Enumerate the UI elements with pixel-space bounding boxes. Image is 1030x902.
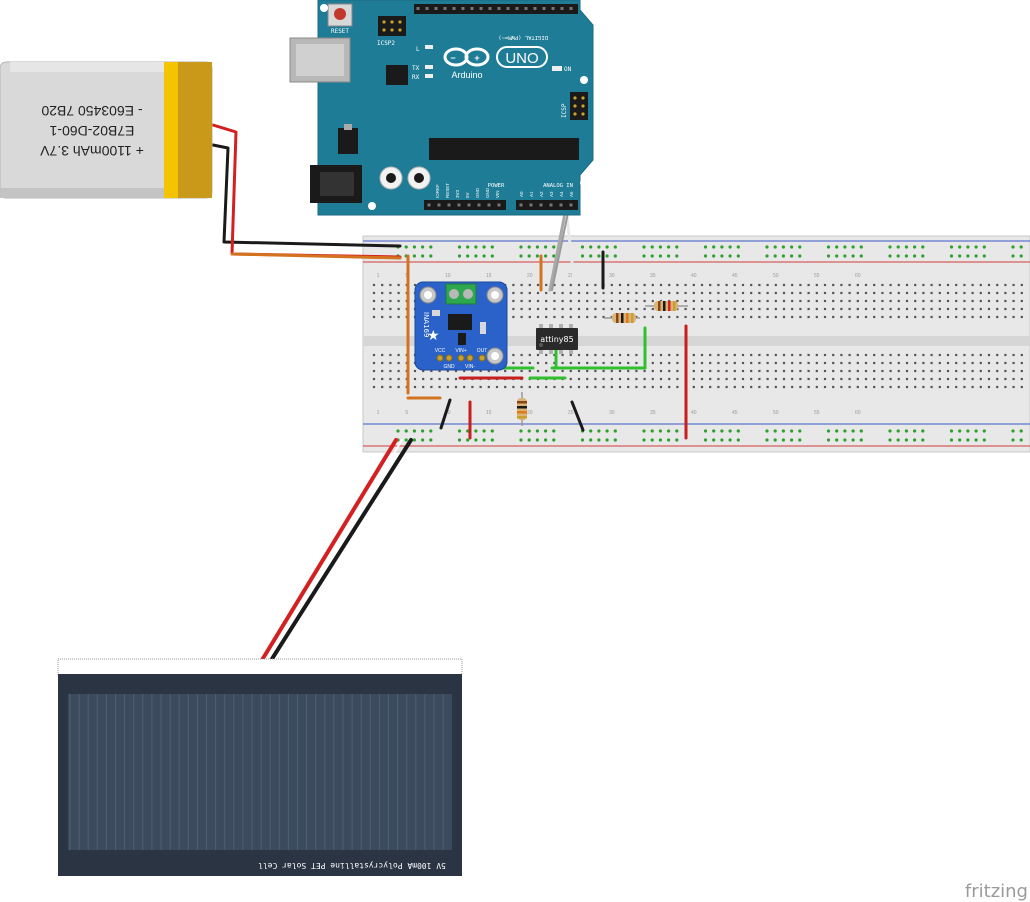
sensor-pin-label: VCC [435,348,446,354]
rx-label: RX [412,74,420,81]
attiny85-chip: attiny85 [536,324,578,354]
column-number-bottom: 35 [650,410,656,416]
column-number-bottom: 55 [814,410,820,416]
chip-label: attiny85 [540,335,573,344]
breadboard-column-numbers: 1 1 55 10 10 15 15 20 20 25 25 30 30 35 35 40 40 45 45 50 50… [377,273,861,416]
column-number-bottom: 50 [773,410,779,416]
solar-black-wire [264,438,413,677]
arduino-infinity-icon: − + [443,47,490,67]
svg-text:−: − [450,53,455,63]
power-pin-label: 5V [465,192,470,198]
l-label: L [416,46,420,53]
power-pin-label: GND [485,187,490,198]
resistor-3 [517,392,527,426]
analog-pin-label: A3 [549,191,554,197]
analog-pin-label: A0 [519,191,524,197]
sensor-pin-label: VIN- [465,364,475,370]
power-label: POWER [488,183,505,189]
column-number-top: 50 [773,273,779,279]
column-number-top: 40 [691,273,697,279]
analog-pin-label: A1 [529,191,534,197]
column-number-top: 35 [650,273,656,279]
solar-label: 5V 100mA Polycrystalline PET Solar Cell [258,861,446,870]
arduino-gray-wire-2 [551,207,570,291]
tx-label: TX [412,65,420,72]
resistor-1 [604,313,640,323]
power-pin-label: VIN [495,190,500,198]
column-number-bottom: 10 [445,410,451,416]
column-number-bottom: 60 [855,410,861,416]
digital-header [414,4,578,14]
battery-label-2: E7B02-D60-1 [49,123,134,139]
arduino-white-wire [564,206,577,292]
column-number-top: 25 [568,273,574,279]
star-icon: ★ [427,327,440,343]
icsp2-label: ICSP2 [377,40,395,47]
svg-text:+: + [474,53,479,63]
icsp-label: ICSP [561,103,568,118]
analog-pin-label: A5 [569,191,574,197]
column-number-bottom: 25 [568,410,574,416]
arduino-uno: RESET ICSP2 DIGITAL (PWM=~) − + Arduino … [289,0,594,216]
power-header [424,200,506,210]
resistor-2 [645,301,688,311]
arduino-gray-wire-1 [548,206,568,292]
column-number-bottom: 15 [486,410,492,416]
column-number-bottom: 20 [527,410,533,416]
sensor-pin-label: GND [443,364,455,370]
fritzing-watermark: fritzing [965,881,1028,902]
column-number-top: 15 [486,273,492,279]
sensor-name: INA169 [422,312,430,337]
column-number-top: 10 [445,273,451,279]
power-pin-label: GND [475,187,480,198]
black-jumper-3 [570,400,585,432]
power-pin-label: IOREF [435,184,440,198]
battery-label-3: - E603450 7B20 [41,103,142,119]
analog-header [516,200,578,210]
black-jumper-2 [439,398,452,430]
arduino-brand: Arduino [451,70,482,80]
on-label: ON [564,66,572,73]
analog-pin-label: A4 [559,191,564,197]
column-number-top: 45 [732,273,738,279]
atmega-chip [429,138,579,160]
sensor-pin-label: OUT [477,348,488,354]
column-number-top: 60 [855,273,861,279]
analog-label: ANALOG IN [543,183,573,189]
reset-label: RESET [331,28,349,35]
column-number-bottom: 30 [609,410,615,416]
arduino-model: UNO [505,50,538,67]
solar-panel: 5V 100mA Polycrystalline PET Solar Cell [57,658,463,876]
column-number-top: 30 [609,273,615,279]
analog-pin-label: A2 [539,191,544,197]
digital-label: DIGITAL (PWM=~) [498,34,548,40]
column-number-bottom: 40 [691,410,697,416]
column-number-bottom: 1 [377,410,380,416]
battery-label-1: + 1100mAh 3.7V [40,143,144,159]
solar-white-gap [265,439,403,663]
column-number-bottom: 45 [732,410,738,416]
sensor-pin-label: VIN+ [455,348,466,354]
lipo-battery: + 1100mAh 3.7V E7B02-D60-1 - E603450 7B2… [0,61,213,199]
column-number-bottom: 5 [405,410,408,416]
column-number-top: 55 [814,273,820,279]
power-pin-label: RESET [445,183,450,198]
column-number-top: 20 [527,273,533,279]
battery-orange-wire [230,252,402,260]
battery-black-wire [211,143,402,248]
ina169-sensor: INA169 ★ VCC GND VIN+ VIN- OUT [414,281,508,371]
column-number-top: 1 [377,273,380,279]
power-pin-label: 3V3 [455,189,460,198]
